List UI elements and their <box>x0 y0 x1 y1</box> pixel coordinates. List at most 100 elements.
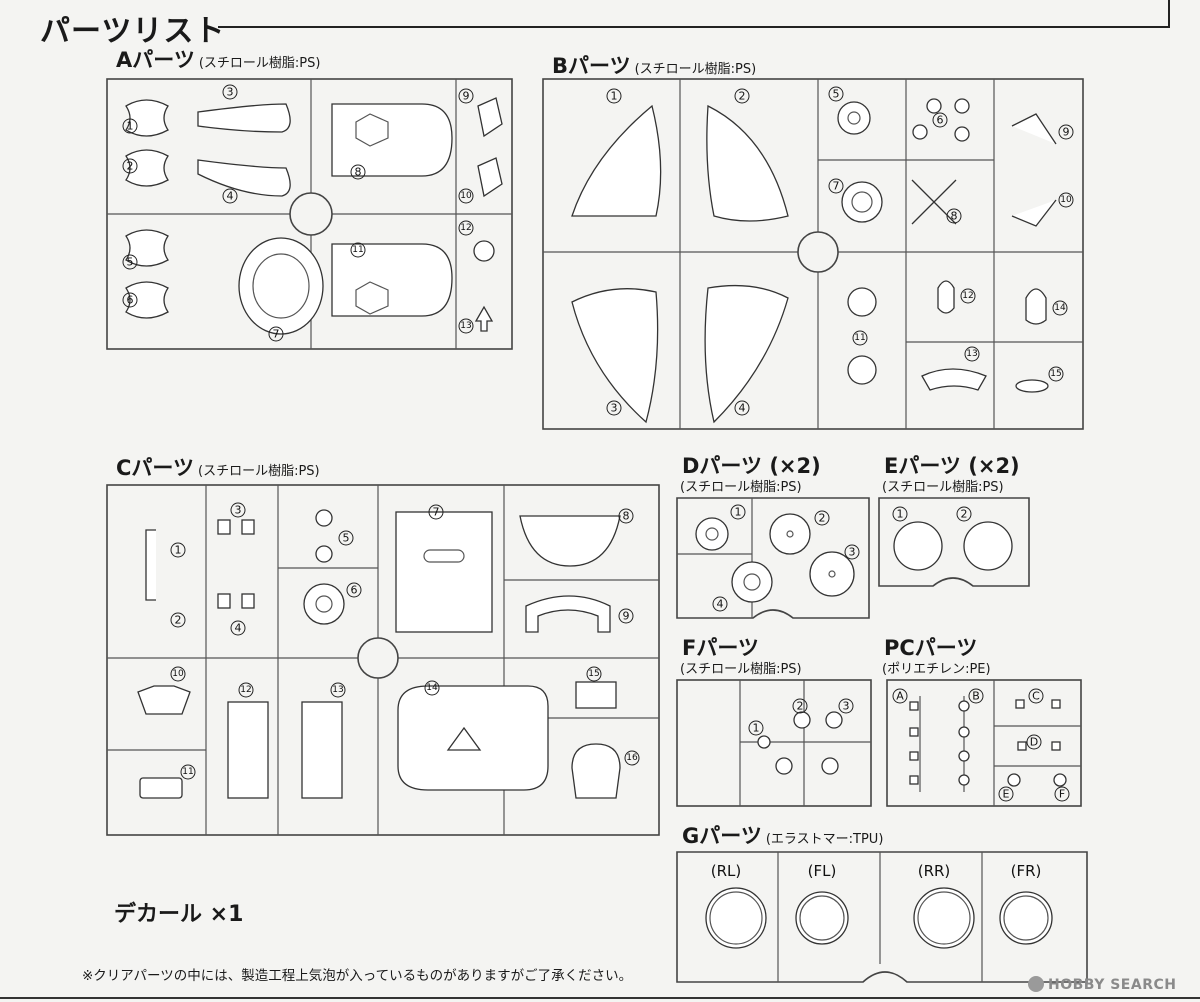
part-number-marker: 8 <box>350 164 366 180</box>
part-number-marker: A <box>892 688 908 704</box>
part-number-marker: D <box>1026 734 1042 750</box>
part-number-marker: 12 <box>458 220 474 236</box>
section-pc-material: (ポリエチレン:PE) <box>882 662 991 677</box>
part-number-marker: 1 <box>892 506 908 522</box>
part-number-marker: 4 <box>222 188 238 204</box>
part-number-marker: 3 <box>230 502 246 518</box>
part-number-label: 10 <box>1060 195 1072 205</box>
part-number-marker: 12 <box>960 288 976 304</box>
part-number-label: 2 <box>739 90 746 103</box>
part-number-label: 6 <box>351 584 358 597</box>
part-number-marker: 16 <box>624 750 640 766</box>
part-number-marker: 14 <box>1052 300 1068 316</box>
part-number-marker: 8 <box>618 508 634 524</box>
part-number-label: 1 <box>897 508 904 521</box>
section-pc-label: PCパーツ <box>884 636 978 660</box>
section-e-header: Eパーツ (×2) <box>884 450 1020 480</box>
part-number-marker: 14 <box>424 680 440 696</box>
section-d-count: (×2) <box>769 454 821 478</box>
part-number-label: 4 <box>235 622 242 635</box>
part-number-label: 12 <box>460 223 471 233</box>
part-number-marker: 7 <box>828 178 844 194</box>
part-number-marker: 15 <box>1048 366 1064 382</box>
section-e-count: (×2) <box>968 454 1020 478</box>
part-number-marker: 15 <box>586 666 602 682</box>
part-number-label: 3 <box>849 546 856 559</box>
runner-f: 1 2 3 <box>676 679 872 807</box>
section-g-material: (エラストマー:TPU) <box>765 832 884 847</box>
decal-label: デカール ×1 <box>114 902 244 927</box>
part-number-marker: 3 <box>844 544 860 560</box>
part-number-label: 3 <box>843 700 850 713</box>
section-e-label: Eパーツ <box>884 454 961 478</box>
part-number-marker: 9 <box>618 608 634 624</box>
part-number-label: 3 <box>227 86 234 99</box>
part-number-label: 4 <box>717 598 724 611</box>
part-number-label: 13 <box>966 349 977 359</box>
part-number-marker: 2 <box>122 158 138 174</box>
watermark-text: HOBBY SEARCH <box>1048 977 1177 993</box>
part-number-label: 10 <box>172 669 184 679</box>
part-number-marker: 13 <box>964 346 980 362</box>
part-number-marker: 2 <box>814 510 830 526</box>
section-g-label: Gパーツ <box>682 824 762 848</box>
part-number-label: 6 <box>937 114 944 127</box>
section-g-header: Gパーツ(エラストマー:TPU) <box>682 820 883 850</box>
part-number-marker: 11 <box>350 242 366 258</box>
part-number-label: 8 <box>355 166 362 179</box>
part-number-marker: 3 <box>606 400 622 416</box>
part-number-label: 1 <box>611 90 618 103</box>
part-number-marker: 5 <box>828 86 844 102</box>
tire-position-label: (FL) <box>808 862 837 880</box>
runner-pc: A B C D E F <box>886 679 1082 807</box>
part-number-marker: 10 <box>1058 192 1074 208</box>
part-number-marker: 5 <box>338 530 354 546</box>
part-number-label: 1 <box>753 722 760 735</box>
part-number-marker: 8 <box>946 208 962 224</box>
section-a-material: (スチロール樹脂:PS) <box>198 56 321 71</box>
part-number-marker: 1 <box>170 542 186 558</box>
part-number-label: 2 <box>961 508 968 521</box>
part-number-marker: 2 <box>792 698 808 714</box>
section-e-material: (スチロール樹脂:PS) <box>882 480 1004 495</box>
section-d-header: Dパーツ (×2) <box>682 450 821 480</box>
section-c-header: Cパーツ(スチロール樹脂:PS) <box>116 452 320 482</box>
part-number-label: 7 <box>833 180 840 193</box>
part-number-label: 10 <box>460 191 472 201</box>
part-number-label: 11 <box>352 245 363 255</box>
tire-position-label: (RR) <box>918 862 951 880</box>
part-number-label: D <box>1030 736 1038 749</box>
part-number-marker: 4 <box>230 620 246 636</box>
part-number-label: C <box>1032 690 1040 703</box>
section-c-label: Cパーツ <box>116 456 194 480</box>
part-number-marker: E <box>998 786 1014 802</box>
part-number-marker: 9 <box>458 88 474 104</box>
part-number-marker: F <box>1054 786 1070 802</box>
clear-parts-note: ※クリアパーツの中には、製造工程上気泡が入っているものがありますがご了承ください… <box>82 968 633 984</box>
part-number-label: 12 <box>240 685 251 695</box>
part-number-marker: 1 <box>606 88 622 104</box>
part-number-label: 1 <box>127 120 134 133</box>
part-number-marker: 4 <box>712 596 728 612</box>
part-number-label: E <box>1003 788 1010 801</box>
part-number-marker: 13 <box>458 318 474 334</box>
watermark: HOBBY SEARCH <box>1028 976 1176 993</box>
tire-position-label: (RL) <box>711 862 741 880</box>
part-number-marker: 3 <box>838 698 854 714</box>
part-number-label: B <box>972 690 980 703</box>
part-number-marker: 10 <box>170 666 186 682</box>
part-number-label: 9 <box>623 610 630 623</box>
section-pc-header: PCパーツ <box>884 632 977 662</box>
part-number-label: 14 <box>426 683 438 693</box>
part-number-label: 1 <box>175 544 182 557</box>
part-number-label: 8 <box>623 510 630 523</box>
bottom-rule <box>0 997 1200 999</box>
part-number-label: A <box>896 690 904 703</box>
part-number-label: 8 <box>951 210 958 223</box>
part-number-marker: 6 <box>122 292 138 308</box>
part-number-marker: 10 <box>458 188 474 204</box>
part-number-marker: 3 <box>222 84 238 100</box>
part-number-label: 15 <box>1050 369 1061 379</box>
